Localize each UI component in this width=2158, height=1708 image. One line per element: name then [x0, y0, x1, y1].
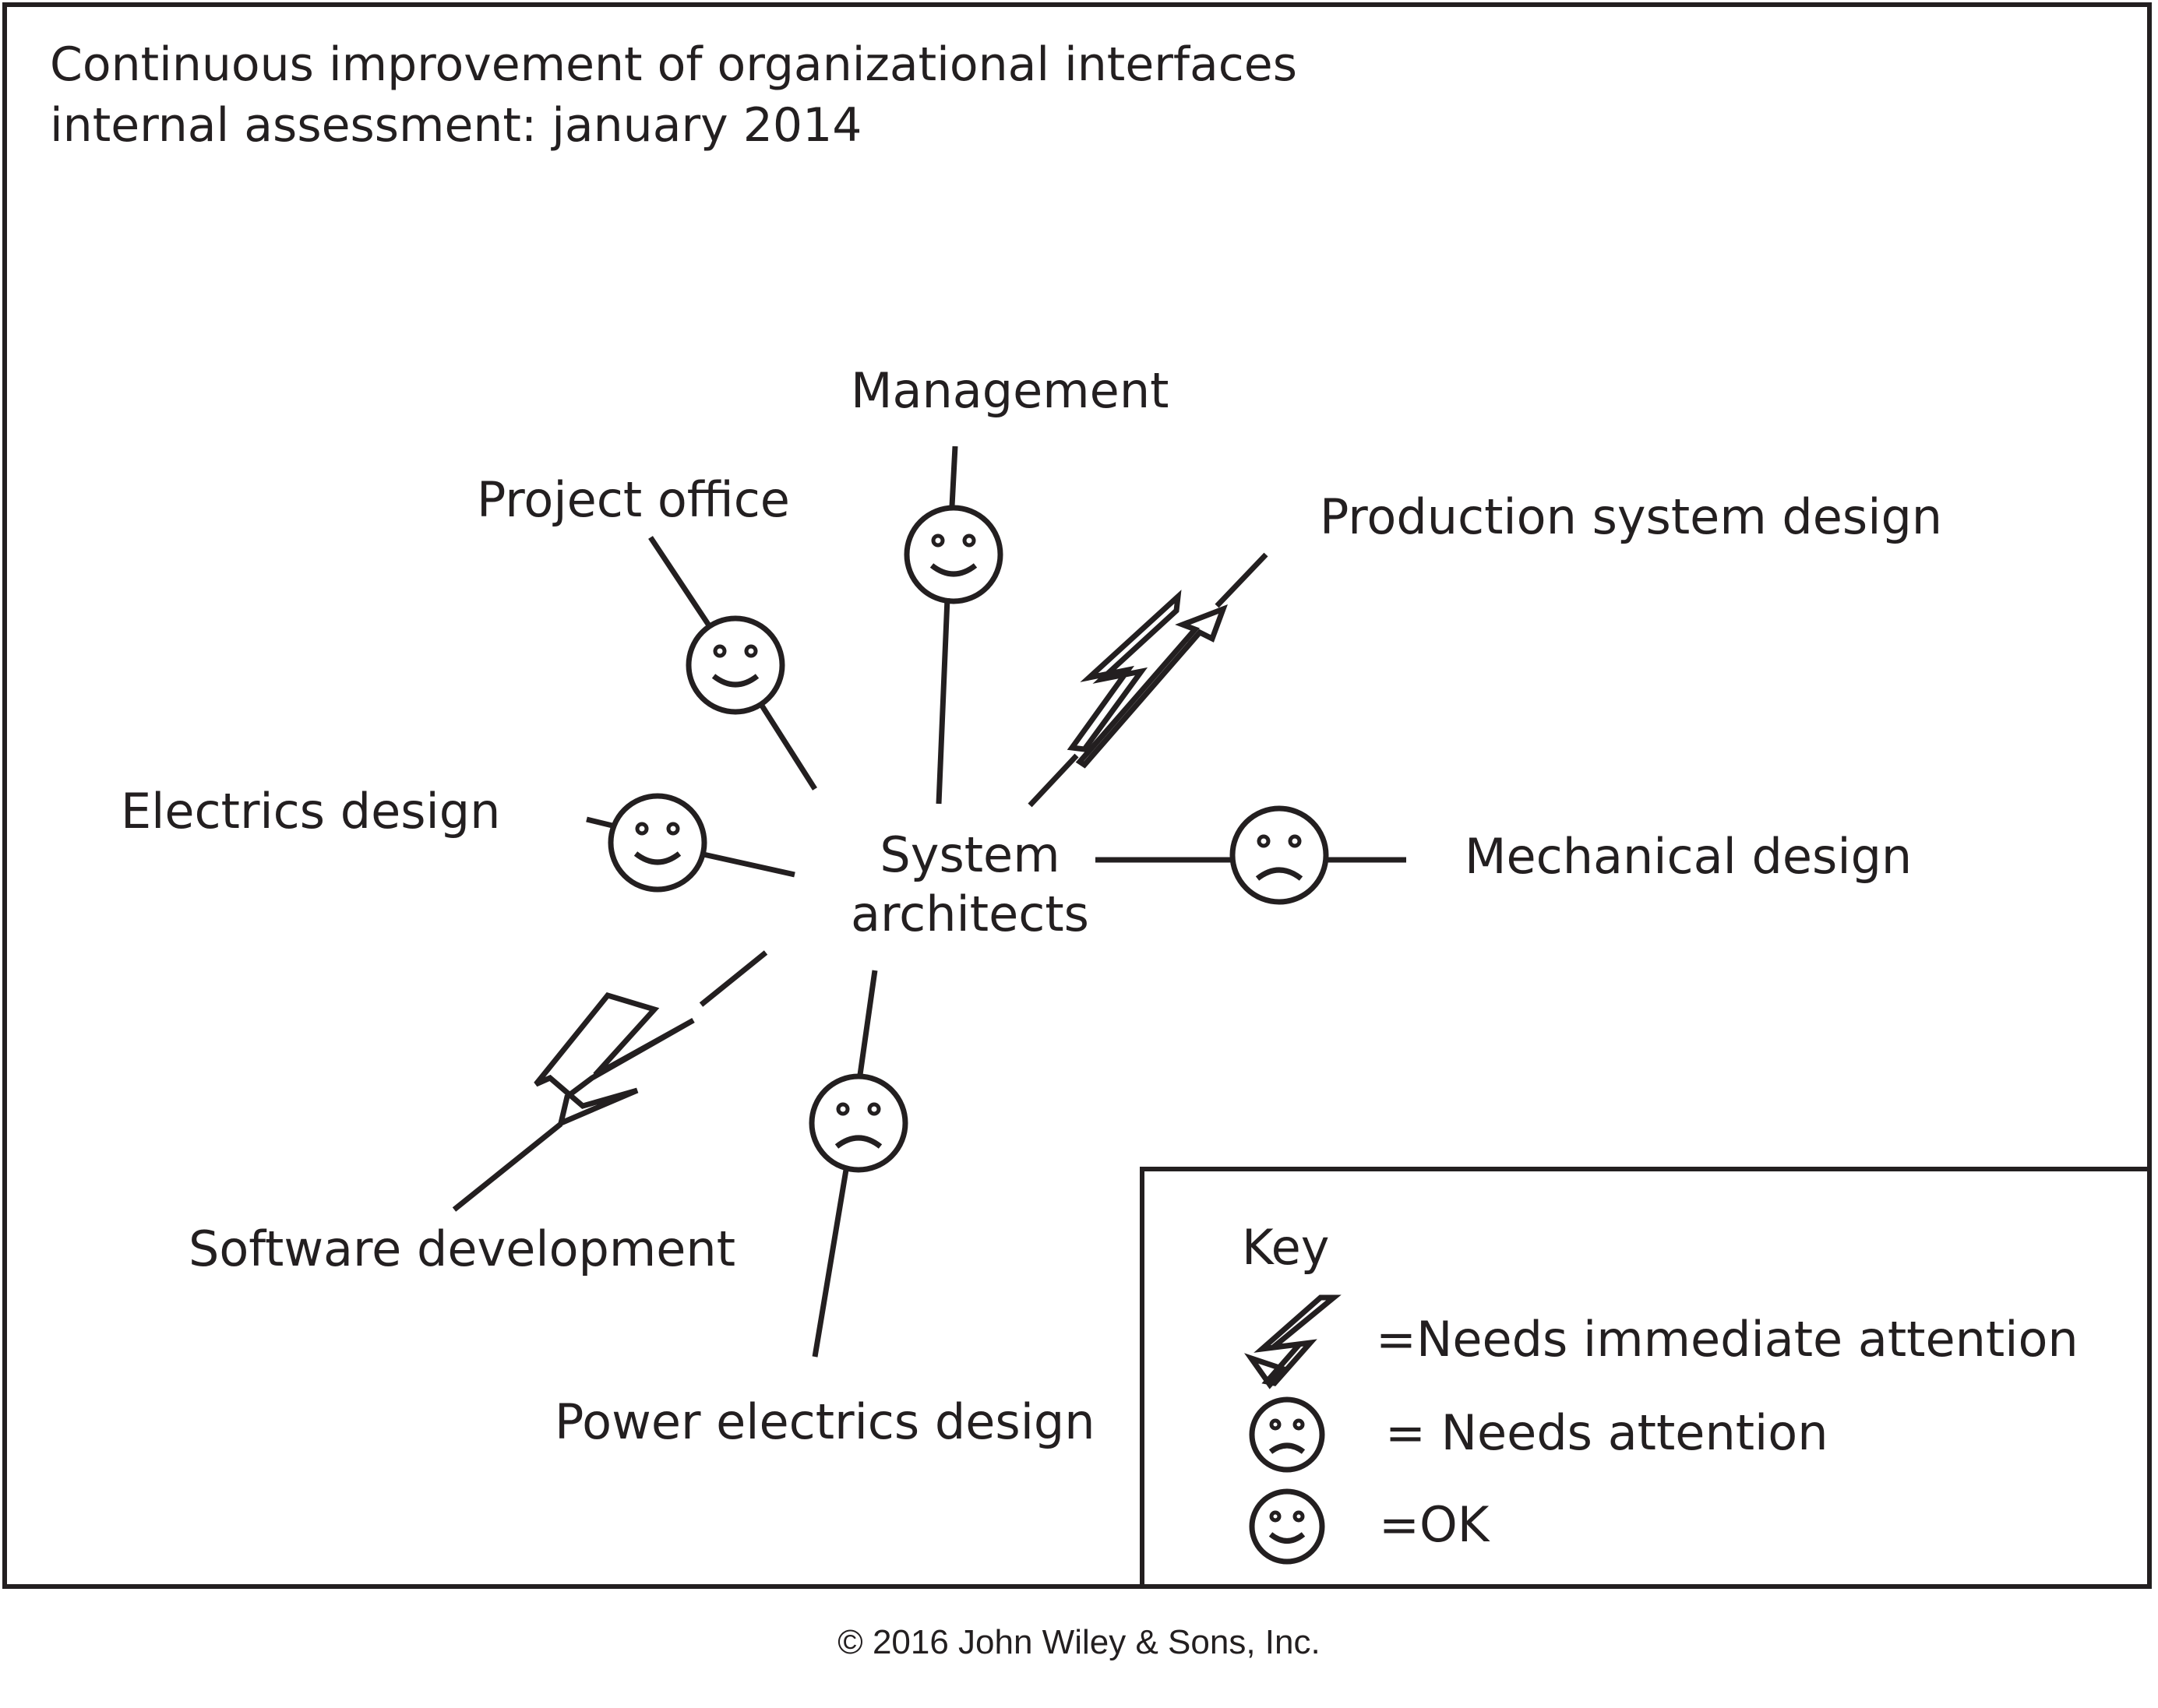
node-label-project-office: Project office — [477, 471, 790, 528]
title-line-2: internal assessment: january 2014 — [50, 98, 862, 153]
lightning-icon — [534, 991, 695, 1128]
lightning-icon — [1243, 1294, 1342, 1389]
spoke-management — [936, 445, 958, 805]
smiley-face-icon — [1249, 1488, 1325, 1565]
copyright-notice: © 2016 John Wiley & Sons, Inc. — [837, 1623, 1321, 1661]
center-label-line-2: architects — [851, 886, 1089, 942]
node-label-production-system-design: Production system design — [1320, 488, 1943, 545]
title-line-1: Continuous improvement of organizational… — [50, 37, 1297, 92]
center-label-line-1: System — [880, 826, 1060, 883]
smiley-face-icon — [608, 793, 707, 893]
node-label-software-development: Software development — [189, 1220, 736, 1277]
node-label-mechanical-design: Mechanical design — [1465, 828, 1913, 885]
diagram-frame — [2, 2, 2152, 1589]
sad-face-icon — [809, 1073, 908, 1173]
spoke-electrics-design — [586, 816, 795, 878]
spoke-power-electrics-design — [812, 970, 878, 1358]
key-item-needs-attention: = Needs attention — [1385, 1404, 1828, 1461]
center-node-system-architects: System architects — [841, 826, 1098, 944]
key-heading: Key — [1242, 1219, 1330, 1276]
lightning-icon — [1067, 590, 1228, 769]
key-item-ok: =OK — [1379, 1496, 1490, 1553]
key-item-needs-immediate-attention: =Needs immediate attention — [1376, 1311, 2079, 1368]
sad-face-icon — [1249, 1396, 1325, 1473]
node-label-electrics-design: Electrics design — [121, 783, 501, 840]
smiley-face-icon — [686, 615, 785, 715]
node-label-power-electrics-design: Power electrics design — [555, 1393, 1095, 1450]
spoke-software-development — [452, 950, 768, 1212]
node-label-management: Management — [851, 362, 1169, 419]
spoke-project-office — [648, 536, 817, 791]
sad-face-icon — [1229, 805, 1329, 905]
smiley-face-icon — [904, 505, 1003, 604]
spoke-production-system-design — [1028, 552, 1268, 808]
key-box — [1140, 1167, 2152, 1589]
